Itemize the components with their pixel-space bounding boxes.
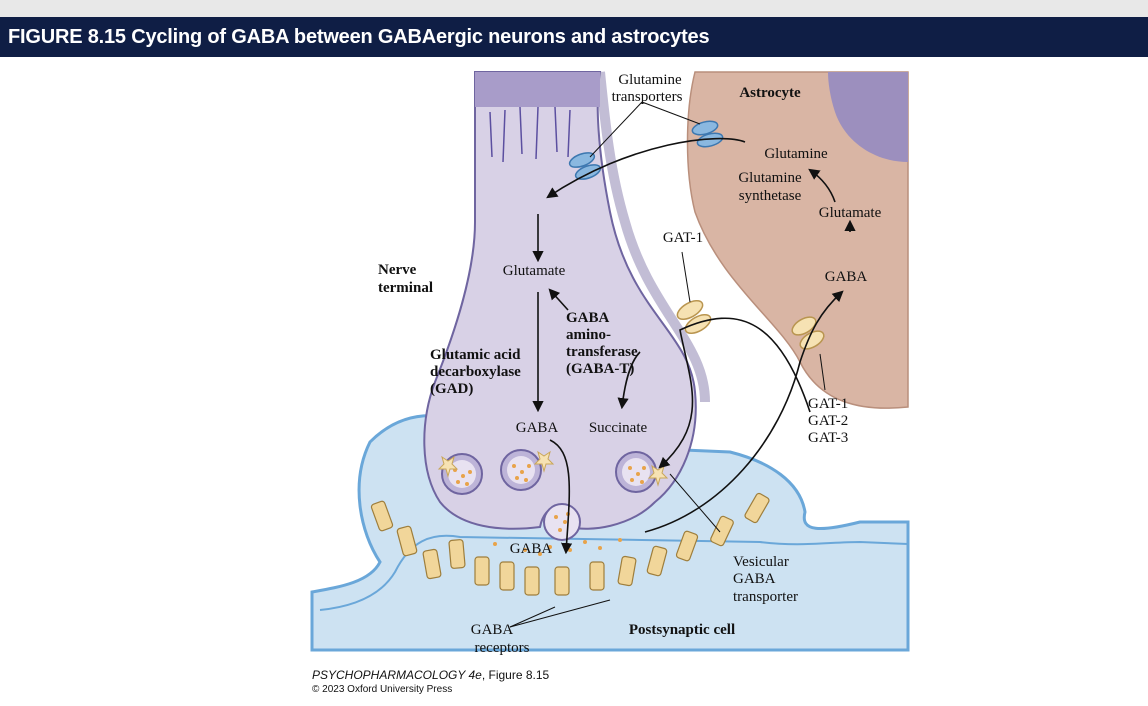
nerve-terminal-membrane-side: [595, 71, 710, 403]
label-vgat-1: Vesicular: [733, 554, 789, 570]
figure-caption: PSYCHOPHARMACOLOGY 4e, Figure 8.15 © 202…: [312, 668, 549, 695]
label-vgat-3: transporter: [733, 589, 798, 605]
caption-figure-ref: , Figure 8.15: [481, 668, 550, 682]
gat-transporter-icons: [676, 299, 825, 350]
gaba-receptor-icons: [370, 492, 770, 596]
cytoskeleton-lines: [489, 106, 571, 163]
vesicle-contents: [453, 464, 646, 556]
label-gaba-t-4: (GABA-T): [566, 361, 634, 377]
label-glutamine-transporters-2: transporters: [612, 89, 683, 105]
label-glutamate-astro: Glutamate: [819, 205, 882, 221]
label-gaba-neuron: GABA: [516, 420, 559, 436]
astrocyte-dark-lobe: [828, 72, 908, 162]
synaptic-vesicles: [441, 449, 657, 541]
label-succinate: Succinate: [589, 420, 648, 436]
label-glutamine-transporters-1: Glutamine: [618, 72, 682, 88]
label-gat-list-2: GAT-2: [808, 413, 848, 429]
diagram-svg: Glutamine transporters Astrocyte Glutami…: [310, 71, 910, 656]
label-gaba-t-1: GABA: [566, 310, 610, 326]
label-gaba-cleft: GABA: [510, 541, 553, 557]
caption-copyright: © 2023 Oxford University Press: [312, 684, 453, 695]
label-gat-list-1: GAT-1: [808, 396, 848, 412]
label-gaba-receptors-2: receptors: [475, 640, 530, 656]
label-vgat-2: GABA: [733, 571, 776, 587]
label-gat-list-3: GAT-3: [808, 430, 848, 446]
label-gat1-top: GAT-1: [663, 230, 703, 246]
label-gaba-receptors-1: GABA: [471, 622, 514, 638]
label-gaba-t-2: amino-: [566, 327, 611, 343]
gaba-cycling-diagram: Glutamine transporters Astrocyte Glutami…: [300, 62, 920, 662]
label-glutamine-synthetase-1: Glutamine: [738, 170, 802, 186]
figure-header: FIGURE 8.15 Cycling of GABA between GABA…: [0, 17, 1148, 57]
label-gad-1: Glutamic acid: [430, 347, 521, 363]
label-postsynaptic-cell: Postsynaptic cell: [629, 622, 735, 638]
astrocyte-body: [686, 71, 909, 409]
postsynaptic-membrane-inner: [319, 534, 909, 611]
label-glutamate-neuron: Glutamate: [503, 263, 566, 279]
pathway-arrows: [532, 137, 856, 555]
label-nerve-terminal-1: Nerve: [378, 262, 417, 278]
glutamine-transporter-icons: [568, 120, 724, 180]
label-gaba-t-3: transferase: [566, 344, 638, 360]
label-astrocyte: Astrocyte: [739, 85, 801, 101]
caption-source: PSYCHOPHARMACOLOGY 4e, Figure 8.15: [312, 668, 549, 682]
label-glutamine-astro: Glutamine: [764, 146, 828, 162]
caption-book-title: PSYCHOPHARMACOLOGY 4e: [312, 668, 482, 682]
label-leader-lines: [509, 101, 826, 628]
figure-title: FIGURE 8.15 Cycling of GABA between GABA…: [8, 25, 710, 48]
label-gaba-astro: GABA: [825, 269, 868, 285]
nerve-terminal-top-dark: [475, 72, 600, 107]
label-gad-2: decarboxylase: [430, 364, 521, 380]
label-glutamine-synthetase-2: synthetase: [739, 188, 802, 204]
label-gad-3: (GAD): [430, 381, 473, 397]
top-strip: [0, 0, 1148, 17]
vesicular-gaba-transporter-icons: [437, 450, 669, 487]
label-nerve-terminal-2: terminal: [378, 280, 433, 296]
